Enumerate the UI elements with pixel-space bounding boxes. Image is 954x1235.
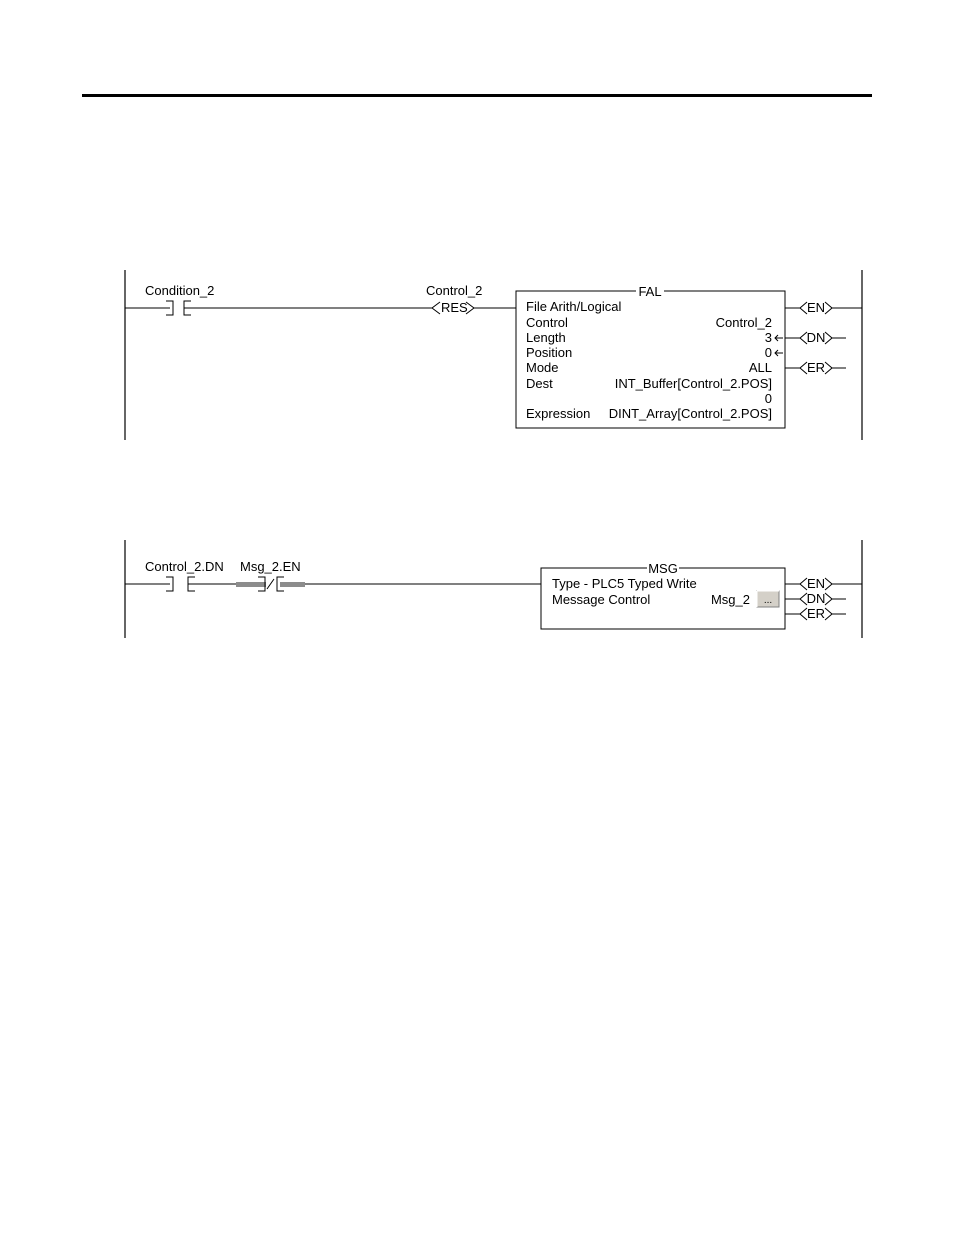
- msg-instruction-block[interactable]: MSG Type - PLC5 Typed Write Message Cont…: [541, 561, 785, 629]
- contact-tag: Condition_2: [145, 283, 214, 298]
- fal-label-mode: Mode: [526, 360, 559, 375]
- svg-text:ER: ER: [807, 606, 825, 621]
- fal-label-dest: Dest: [526, 376, 553, 391]
- fal-label-position: Position: [526, 345, 572, 360]
- rung-2: Control_2.DN Msg_2.EN MSG Type - PLC5 Ty…: [125, 540, 862, 638]
- msg-output-dn: DN: [785, 591, 846, 606]
- msg-title: MSG: [648, 561, 678, 576]
- msg-output-en: EN: [800, 576, 832, 591]
- msg-control-label: Message Control: [552, 592, 650, 607]
- fal-label-control: Control: [526, 315, 568, 330]
- svg-text:DN: DN: [807, 591, 826, 606]
- fal-value-position: 0: [765, 345, 772, 360]
- msg-type-line: Type - PLC5 Typed Write: [552, 576, 697, 591]
- xio-contact[interactable]: [236, 577, 305, 591]
- svg-text:EN: EN: [807, 576, 825, 591]
- msg-output-er: ER: [785, 606, 846, 621]
- fal-output-dn: DN: [785, 330, 846, 345]
- fal-output-er: ER: [785, 360, 846, 375]
- nc-contact-tag: Msg_2.EN: [240, 559, 301, 574]
- fal-value-control: Control_2: [716, 315, 772, 330]
- reset-coil-symbol: RES: [441, 300, 468, 315]
- fal-title: FAL: [638, 284, 661, 299]
- fal-value-dest: INT_Buffer[Control_2.POS]: [615, 376, 772, 391]
- msg-config-button-label: ...: [764, 595, 772, 606]
- contact-tag: Control_2.DN: [145, 559, 224, 574]
- svg-text:ER: ER: [807, 360, 825, 375]
- fal-value-length: 3: [765, 330, 772, 345]
- fal-value-dest-current: 0: [765, 391, 772, 406]
- fal-output-en: EN: [800, 300, 832, 315]
- msg-control-value: Msg_2: [711, 592, 750, 607]
- msg-config-button[interactable]: ...: [757, 591, 779, 607]
- reset-coil[interactable]: RES: [432, 300, 474, 315]
- svg-text:DN: DN: [807, 330, 826, 345]
- fal-label-expression: Expression: [526, 406, 590, 421]
- svg-text:EN: EN: [807, 300, 825, 315]
- fal-value-expression: DINT_Array[Control_2.POS]: [609, 406, 772, 421]
- fal-label-length: Length: [526, 330, 566, 345]
- fal-subtitle: File Arith/Logical: [526, 299, 621, 314]
- rung-1: Condition_2 RES Control_2 FAL File Arith…: [125, 270, 862, 440]
- fal-value-mode: ALL: [749, 360, 772, 375]
- reset-tag: Control_2: [426, 283, 482, 298]
- fal-instruction-block[interactable]: FAL File Arith/Logical Control Control_2…: [516, 284, 785, 428]
